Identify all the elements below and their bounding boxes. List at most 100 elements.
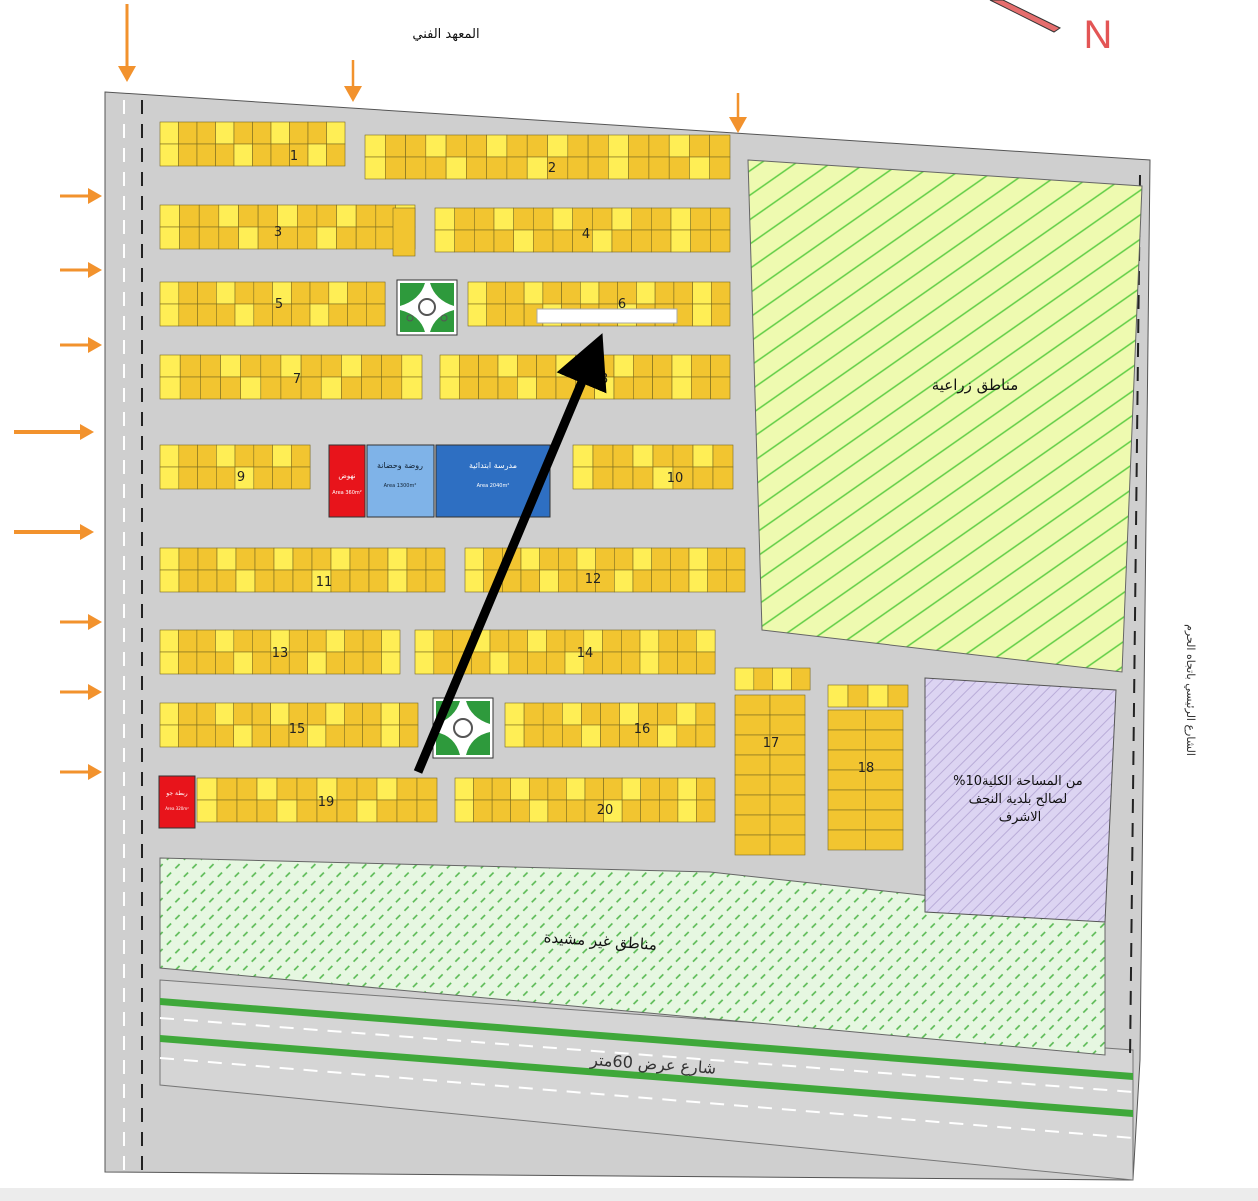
plot <box>579 281 600 305</box>
plot <box>628 156 650 180</box>
plot <box>326 143 346 167</box>
plot <box>311 547 332 571</box>
plot <box>159 303 180 327</box>
plot <box>178 569 199 593</box>
plot <box>648 134 670 158</box>
plot <box>652 354 673 378</box>
plot <box>236 777 258 801</box>
plot <box>288 651 309 675</box>
plot <box>307 143 327 167</box>
plot <box>392 207 416 257</box>
plot <box>347 281 367 305</box>
block-number: 4 <box>582 227 590 242</box>
plot <box>650 207 672 231</box>
plot <box>196 143 216 167</box>
plot <box>695 702 716 726</box>
plot <box>196 121 216 145</box>
plot <box>527 651 547 675</box>
park-top <box>396 279 458 336</box>
plot <box>587 156 609 180</box>
plot <box>657 702 678 726</box>
plot <box>827 729 866 751</box>
plot <box>526 156 548 180</box>
block-number: 18 <box>858 761 875 776</box>
plot <box>159 466 180 490</box>
plot <box>320 376 342 400</box>
plot <box>632 444 654 468</box>
plot <box>466 134 487 158</box>
plot <box>159 121 179 145</box>
plot <box>234 303 255 327</box>
plot <box>572 466 594 490</box>
plot <box>692 466 714 490</box>
plot <box>433 629 453 653</box>
plot <box>709 156 731 180</box>
plot <box>159 629 179 653</box>
plot <box>668 134 690 158</box>
plot <box>425 569 446 593</box>
plot <box>341 354 362 378</box>
plot <box>197 547 218 571</box>
orange-arrow <box>14 524 94 540</box>
block-number: 11 <box>316 575 333 590</box>
plot <box>425 547 446 571</box>
block-number: 2 <box>548 161 556 176</box>
plot <box>827 684 849 708</box>
plot <box>445 134 467 158</box>
orange-arrow <box>60 337 102 353</box>
plot <box>710 303 731 327</box>
plot <box>325 629 346 653</box>
orange-arrow <box>60 764 102 780</box>
plot <box>709 207 731 231</box>
plot <box>215 651 235 675</box>
plot <box>510 799 530 823</box>
plot <box>349 547 370 571</box>
plot <box>196 651 216 675</box>
plot <box>552 207 574 231</box>
access-arrows <box>14 4 747 780</box>
plot <box>513 207 534 231</box>
plot <box>676 702 697 726</box>
plot <box>552 229 574 253</box>
plot <box>602 629 622 653</box>
plot <box>652 376 673 400</box>
plot <box>343 724 363 748</box>
plot <box>668 156 690 180</box>
plot <box>658 799 679 823</box>
plot <box>567 134 589 158</box>
plot <box>827 809 866 831</box>
plot <box>200 354 221 378</box>
plot <box>620 629 641 653</box>
block-number: 5 <box>275 297 283 312</box>
plot <box>591 229 613 253</box>
plot <box>470 651 491 675</box>
plot <box>547 134 569 158</box>
north-arrow: N <box>989 0 1112 57</box>
plot <box>473 207 495 231</box>
plot <box>384 156 406 180</box>
plot <box>865 789 904 811</box>
plot <box>178 143 198 167</box>
plot <box>159 226 180 250</box>
plot <box>179 354 201 378</box>
plot <box>520 547 541 571</box>
plot <box>270 724 290 748</box>
plot <box>669 569 690 593</box>
plot <box>376 777 398 801</box>
facility-school: مدرسة ابتدائية Area 2040m² <box>435 444 551 518</box>
plot <box>216 303 236 327</box>
plot <box>196 777 218 801</box>
plot <box>603 777 623 801</box>
plot <box>235 547 256 571</box>
plot <box>445 156 467 180</box>
plot <box>159 143 179 167</box>
svg-text:روضة وحضانة: روضة وحضانة <box>377 461 423 470</box>
plot <box>607 156 629 180</box>
plot <box>276 777 298 801</box>
plot <box>734 774 771 796</box>
plot <box>292 547 313 571</box>
plot <box>523 724 544 748</box>
plot <box>197 466 217 490</box>
plot <box>557 569 578 593</box>
